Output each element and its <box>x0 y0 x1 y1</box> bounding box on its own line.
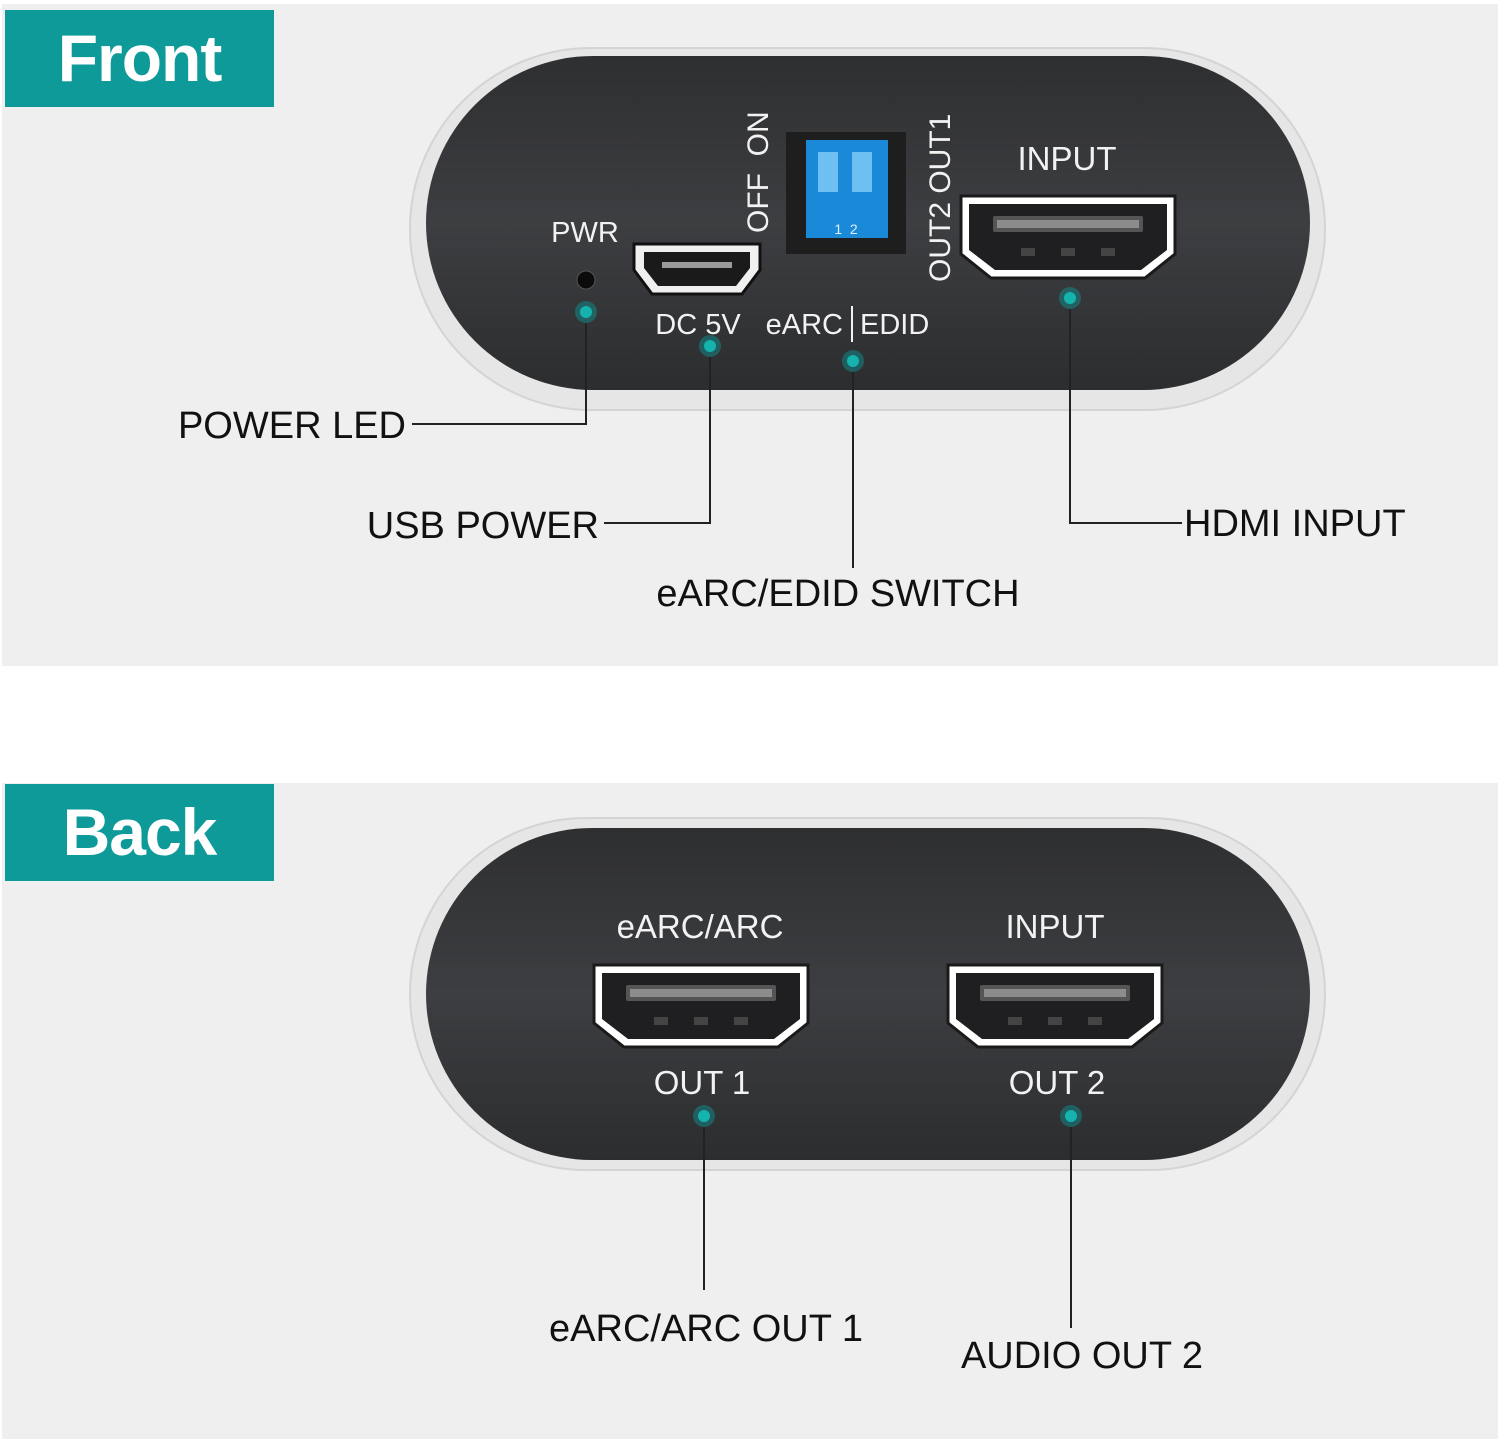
pwr-label: PWR <box>551 217 619 249</box>
audio-out2-callout: AUDIO OUT 2 <box>961 1335 1203 1377</box>
hdmi-port-icon <box>959 194 1177 280</box>
back-input-label: INPUT <box>1006 908 1105 945</box>
back-callout-dots <box>693 1105 1082 1127</box>
led-indicator-icon <box>576 270 596 290</box>
back-out2-label: OUT 2 <box>1009 1064 1106 1101</box>
off-on-label: OFF ON <box>742 111 775 233</box>
usb-power-callout: USB POWER <box>367 505 599 547</box>
earc-arc-out1-callout: eARC/ARC OUT 1 <box>549 1308 863 1350</box>
back-out1-label: OUT 1 <box>654 1064 751 1101</box>
out-switch-label: OUT2 OUT1 <box>924 114 957 282</box>
earc-label: eARC <box>766 309 843 341</box>
hdmi-input-callout: HDMI INPUT <box>1184 503 1406 545</box>
hdmi-port-icon <box>946 963 1164 1049</box>
edid-label: EDID <box>860 309 929 341</box>
power-led-callout: POWER LED <box>178 405 406 447</box>
dip-switch-icon: 1 2 <box>786 132 906 254</box>
front-badge: Front <box>5 10 274 107</box>
micro-usb-port-icon <box>632 242 762 296</box>
dc5v-label: DC 5V <box>655 309 741 341</box>
dip-numbers: 1 2 <box>834 221 858 237</box>
front-input-label: INPUT <box>1018 140 1117 177</box>
front-leader-lines <box>412 309 1182 568</box>
back-badge: Back <box>5 784 274 881</box>
back-leader-lines <box>703 1127 1072 1328</box>
back-earc-arc-label: eARC/ARC <box>617 908 784 945</box>
hdmi-port-icon <box>592 963 810 1049</box>
earc-edid-switch-callout: eARC/EDID SWITCH <box>656 573 1019 615</box>
front-callout-dots <box>575 287 1081 372</box>
back-device <box>409 817 1326 1171</box>
